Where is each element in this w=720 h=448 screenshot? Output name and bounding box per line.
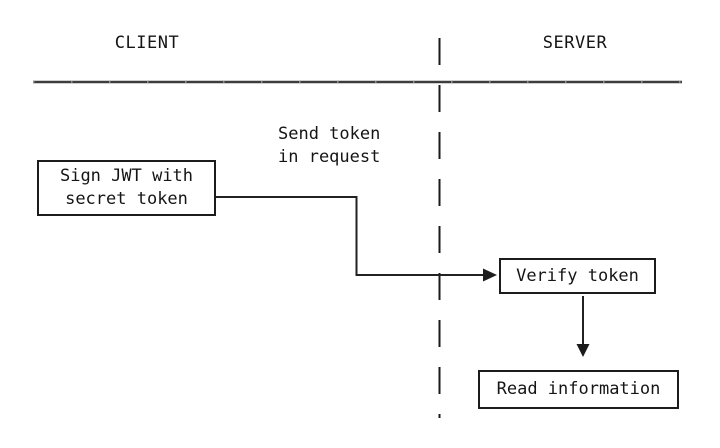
server-lane-text: SERVER: [542, 33, 608, 53]
send-token-annotation-line1: Send token: [278, 124, 381, 144]
client-lane-label: CLIENT: [82, 33, 212, 53]
sign-jwt-node-line2: secret token: [65, 189, 188, 209]
send-token-connector-line: [216, 196, 484, 276]
read-information-node: Read information: [478, 370, 679, 409]
verify-token-node-label: Verify token: [516, 265, 639, 286]
send-token-annotation: Send token in request: [278, 123, 380, 169]
send-token-annotation-line2: in request: [278, 147, 381, 167]
client-lane-text: CLIENT: [114, 33, 180, 53]
send-token-arrowhead-icon: [483, 268, 497, 282]
sign-jwt-node: Sign JWT with secret token: [37, 160, 216, 216]
verify-to-read-arrowhead-icon: [576, 344, 590, 357]
read-information-node-label: Read information: [496, 379, 661, 399]
sign-jwt-node-line1: Sign JWT with: [59, 166, 194, 186]
verify-token-node: Verify token: [499, 258, 656, 294]
server-lane-label: SERVER: [510, 33, 640, 53]
